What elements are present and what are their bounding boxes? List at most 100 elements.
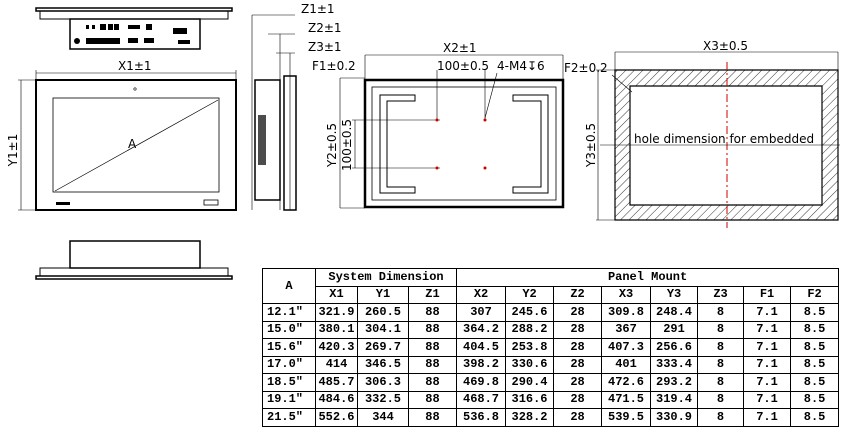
x2-label: X2±1	[443, 41, 477, 55]
value-cell: 304.1	[357, 320, 409, 339]
value-cell: 291	[650, 320, 699, 339]
value-cell: 8	[697, 303, 745, 322]
value-cell: 28	[553, 373, 603, 392]
value-cell: 88	[407, 390, 458, 409]
value-cell: 28	[553, 408, 603, 427]
column-header-x3: X3	[601, 285, 652, 304]
column-header-z3: Z3	[697, 285, 745, 304]
hole-spacing-x-label: 100±0.5	[437, 59, 489, 73]
value-cell: 8.5	[790, 338, 840, 357]
size-header: A	[262, 268, 316, 304]
value-cell: 248.4	[650, 303, 699, 322]
value-cell: 7.1	[743, 373, 792, 392]
value-cell: 471.5	[601, 390, 652, 409]
value-cell: 28	[553, 338, 603, 357]
value-cell: 380.1	[315, 320, 358, 339]
value-cell: 8.5	[790, 303, 840, 322]
column-header-y2: Y2	[505, 285, 555, 304]
top-view	[35, 7, 233, 50]
value-cell: 8.5	[790, 408, 840, 427]
hole-spacing-y-label: 100±0.5	[340, 119, 354, 171]
value-cell: 28	[553, 390, 603, 409]
value-cell: 539.5	[601, 408, 652, 427]
value-cell: 328.2	[505, 408, 555, 427]
column-header-z2: Z2	[553, 285, 603, 304]
y2-label: Y2±0.5	[325, 123, 339, 168]
value-cell: 319.4	[650, 390, 699, 409]
value-cell: 88	[407, 320, 458, 339]
value-cell: 88	[407, 408, 458, 427]
value-cell: 404.5	[456, 338, 507, 357]
value-cell: 414	[315, 355, 358, 374]
value-cell: 8.5	[790, 355, 840, 374]
value-cell: 330.9	[650, 408, 699, 427]
column-header-x2: X2	[456, 285, 507, 304]
f2-label: F2±0.2	[564, 61, 608, 75]
value-cell: 552.6	[315, 408, 358, 427]
value-cell: 330.6	[505, 355, 555, 374]
column-header-f1: F1	[743, 285, 792, 304]
value-cell: 367	[601, 320, 652, 339]
value-cell: 307	[456, 303, 507, 322]
value-cell: 401	[601, 355, 652, 374]
z2-label: Z2±1	[308, 21, 342, 35]
value-cell: 7.1	[743, 390, 792, 409]
cutout-view	[596, 51, 840, 228]
value-cell: 8.5	[790, 320, 840, 339]
value-cell: 485.7	[315, 373, 358, 392]
screw-spec-label: 4-M4↧6	[497, 59, 545, 73]
y3-label: Y3±0.5	[584, 123, 598, 168]
screen-size-cell: 15.0"	[262, 320, 316, 339]
value-cell: 288.2	[505, 320, 555, 339]
value-cell: 269.7	[357, 338, 409, 357]
value-cell: 290.4	[505, 373, 555, 392]
value-cell: 321.9	[315, 303, 358, 322]
panel-mount-header: Panel Mount	[456, 268, 840, 287]
value-cell: 8	[697, 390, 745, 409]
column-header-x1: X1	[315, 285, 358, 304]
dimension-labels: X1±1 Y1±1 A Z1±1 Z2±1 Z3±1 X2±1 F1±0.2 1…	[6, 2, 814, 171]
screen-size-cell: 15.6"	[262, 338, 316, 357]
z3-label: Z3±1	[308, 40, 342, 54]
value-cell: 484.6	[315, 390, 358, 409]
value-cell: 333.4	[650, 355, 699, 374]
value-cell: 245.6	[505, 303, 555, 322]
value-cell: 8	[697, 355, 745, 374]
value-cell: 364.2	[456, 320, 507, 339]
value-cell: 309.8	[601, 303, 652, 322]
value-cell: 7.1	[743, 303, 792, 322]
value-cell: 8	[697, 408, 745, 427]
value-cell: 398.2	[456, 355, 507, 374]
value-cell: 88	[407, 338, 458, 357]
value-cell: 469.8	[456, 373, 507, 392]
value-cell: 7.1	[743, 408, 792, 427]
value-cell: 253.8	[505, 338, 555, 357]
x1-label: X1±1	[118, 59, 152, 73]
value-cell: 468.7	[456, 390, 507, 409]
value-cell: 28	[553, 320, 603, 339]
value-cell: 346.5	[357, 355, 409, 374]
y1-label: Y1±1	[6, 134, 20, 168]
value-cell: 407.3	[601, 338, 652, 357]
value-cell: 332.5	[357, 390, 409, 409]
value-cell: 260.5	[357, 303, 409, 322]
column-header-z1: Z1	[407, 285, 458, 304]
screen-size-cell: 21.5"	[262, 408, 316, 427]
column-header-f2: F2	[790, 285, 840, 304]
value-cell: 344	[357, 408, 409, 427]
value-cell: 8	[697, 338, 745, 357]
value-cell: 536.8	[456, 408, 507, 427]
bottom-view	[35, 240, 233, 280]
x3-label: X3±0.5	[703, 39, 748, 53]
value-cell: 306.3	[357, 373, 409, 392]
